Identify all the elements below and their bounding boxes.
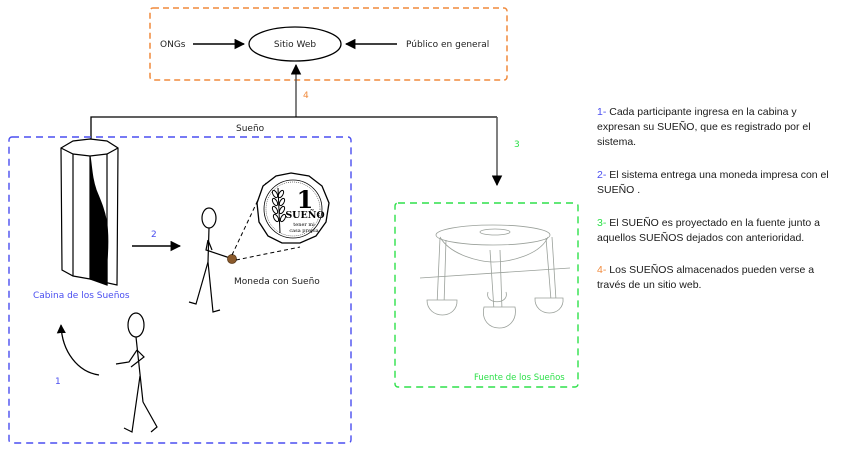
branch-label: Sueño [236,124,265,134]
website-node[interactable] [248,26,342,62]
website-label: Sitio Web [274,40,317,50]
step4-number: 4 [303,91,309,101]
coin-inscription-2: casa propia [289,228,318,234]
step1-number: 1 [55,377,61,387]
step-3-text: El SUEÑO es proyectado en la fuente junt… [597,217,820,244]
step3-number: 3 [514,140,520,150]
step-1-number: 1- [597,106,607,118]
step-1-description: 1- Cada participante ingresa en la cabin… [597,105,842,150]
coin-word: SUEÑO [285,209,324,221]
step1-arrow [56,324,100,376]
step-3-description: 3- El SUEÑO es proyectado en la fuente j… [597,216,842,246]
step-4-text: Los SUEÑOS almacenados pueden verse a tr… [597,264,815,291]
coin-label: Moneda con Sueño [234,277,320,287]
branch-line [90,116,497,140]
ongs-label: ONGs [160,40,186,50]
coin-enlarged: 1 SUEÑO tener mi casa propia [256,172,330,244]
zoom-line-bottom [235,246,301,261]
step-2-number: 2- [597,169,607,181]
cabin-label: Cabina de los Sueños [33,291,130,301]
step2-number: 2 [151,230,157,240]
step-2-text: El sistema entrega una moneda impresa co… [597,169,829,196]
cabin-group-box [8,136,352,444]
fountain-group-box [394,202,579,388]
website-group-box [149,7,508,81]
wheat-icon [271,187,287,234]
coin-value: 1 [297,185,314,214]
step-3-number: 3- [597,217,607,229]
fountain-illustration [419,224,571,329]
step-1-text: Cada participante ingresa en la cabina y… [597,106,811,148]
coin-inscription-1: tener mi [293,222,315,228]
coin-icon[interactable] [227,254,237,264]
public-label: Público en general [406,40,489,50]
fountain-label: Fuente de los Sueños [474,373,565,383]
step-4-number: 4- [597,264,607,276]
step-4-description: 4- Los SUEÑOS almacenados pueden verse a… [597,263,842,293]
step-2-description: 2- El sistema entrega una moneda impresa… [597,168,842,198]
participant-walking-figure [115,312,158,433]
participant-with-coin-figure [188,207,231,313]
cabin-icon[interactable] [60,138,119,286]
